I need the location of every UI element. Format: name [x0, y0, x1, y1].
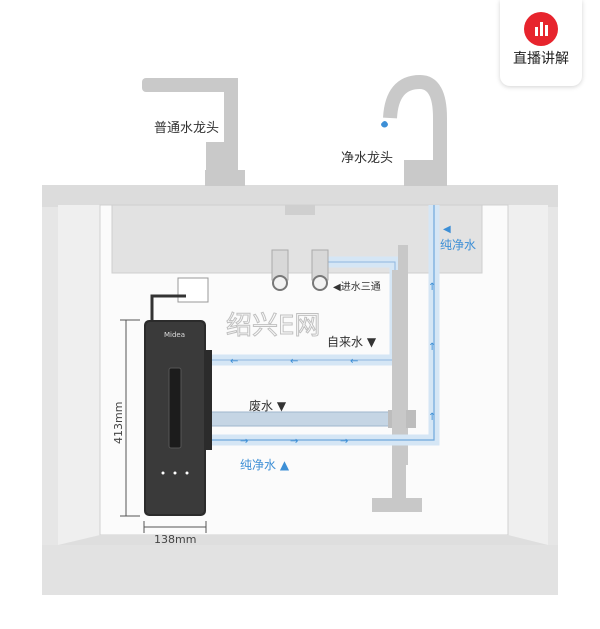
live-explain-button[interactable]: 直播讲解: [500, 0, 582, 86]
drain-pipe-base: [372, 498, 422, 512]
pure-water-top-label: 纯净水: [440, 238, 476, 252]
purified-faucet-base: [404, 160, 444, 186]
dimension-lines: [120, 319, 207, 533]
purified-faucet-icon: [383, 74, 447, 186]
svg-text:→: →: [340, 436, 348, 447]
watermark: 绍兴E网: [226, 311, 320, 341]
svg-text:←: ←: [350, 356, 358, 367]
tee-label: ◀进水三通: [333, 281, 381, 293]
purified-faucet-label: 净水龙头: [341, 151, 393, 166]
svg-text:←: ←: [290, 356, 298, 367]
live-stream-icon: [524, 12, 558, 46]
tap-water-label: 自来水 ▼: [327, 335, 377, 349]
flow-arrows: → → → ↑ ↑ ↑ ← ← ←: [230, 282, 436, 447]
live-explain-label: 直播讲解: [513, 51, 569, 67]
pure-water-top-arrow: ◀: [443, 224, 451, 235]
drain-pipe: [392, 270, 406, 505]
sink-divider: [285, 205, 315, 215]
water-drop-icon: [381, 121, 388, 128]
width-dimension-label: 138mm: [154, 533, 196, 546]
power-cable: [150, 294, 186, 322]
sink-basin: [111, 204, 483, 274]
ordinary-faucet-icon: [142, 78, 245, 186]
svg-text:→: →: [290, 436, 298, 447]
tee-valve: [271, 249, 329, 291]
power-socket-icon: [177, 277, 209, 303]
svg-text:→: →: [240, 436, 248, 447]
height-dimension-label: 413mm: [112, 402, 125, 444]
pure-water-bottom-label: 纯净水 ▲: [240, 458, 290, 472]
pure-water-pipe: [206, 205, 440, 446]
cabinet-base: [42, 545, 558, 595]
countertop: [42, 185, 558, 207]
svg-text:↑: ↑: [428, 282, 436, 293]
cabinet-floor: [58, 535, 548, 545]
svg-text:←: ←: [230, 356, 238, 367]
ordinary-faucet-label: 普通水龙头: [154, 121, 219, 136]
brand-label: Midea: [164, 331, 185, 339]
waste-water-label: 废水 ▼: [249, 398, 287, 413]
svg-text:↑: ↑: [428, 412, 436, 423]
water-purifier-unit: [144, 320, 212, 516]
bar-chart-icon: [535, 22, 548, 36]
svg-text:↑: ↑: [428, 342, 436, 353]
